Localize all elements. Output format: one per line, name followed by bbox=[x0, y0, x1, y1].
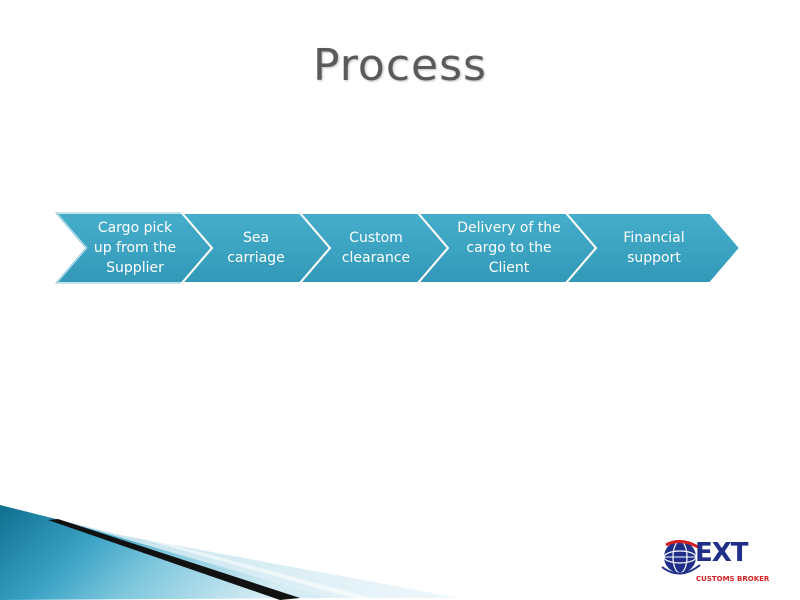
page-title: Process bbox=[313, 40, 487, 91]
process-step-label: Delivery of the cargo to the Client bbox=[457, 220, 561, 276]
logo-tagline: CUSTOMS BROKER bbox=[696, 575, 770, 583]
logo-wordmark: EXT bbox=[695, 538, 749, 568]
process-step-shape bbox=[563, 212, 742, 284]
process-step-label: Cargo pick up from the Supplier bbox=[93, 220, 177, 276]
process-step-label: Sea carriage bbox=[227, 230, 285, 266]
process-step-label: Custom clearance bbox=[341, 230, 411, 266]
globe-icon bbox=[661, 540, 701, 575]
logo bbox=[661, 540, 701, 575]
process-step-label: Financial support bbox=[623, 230, 685, 266]
